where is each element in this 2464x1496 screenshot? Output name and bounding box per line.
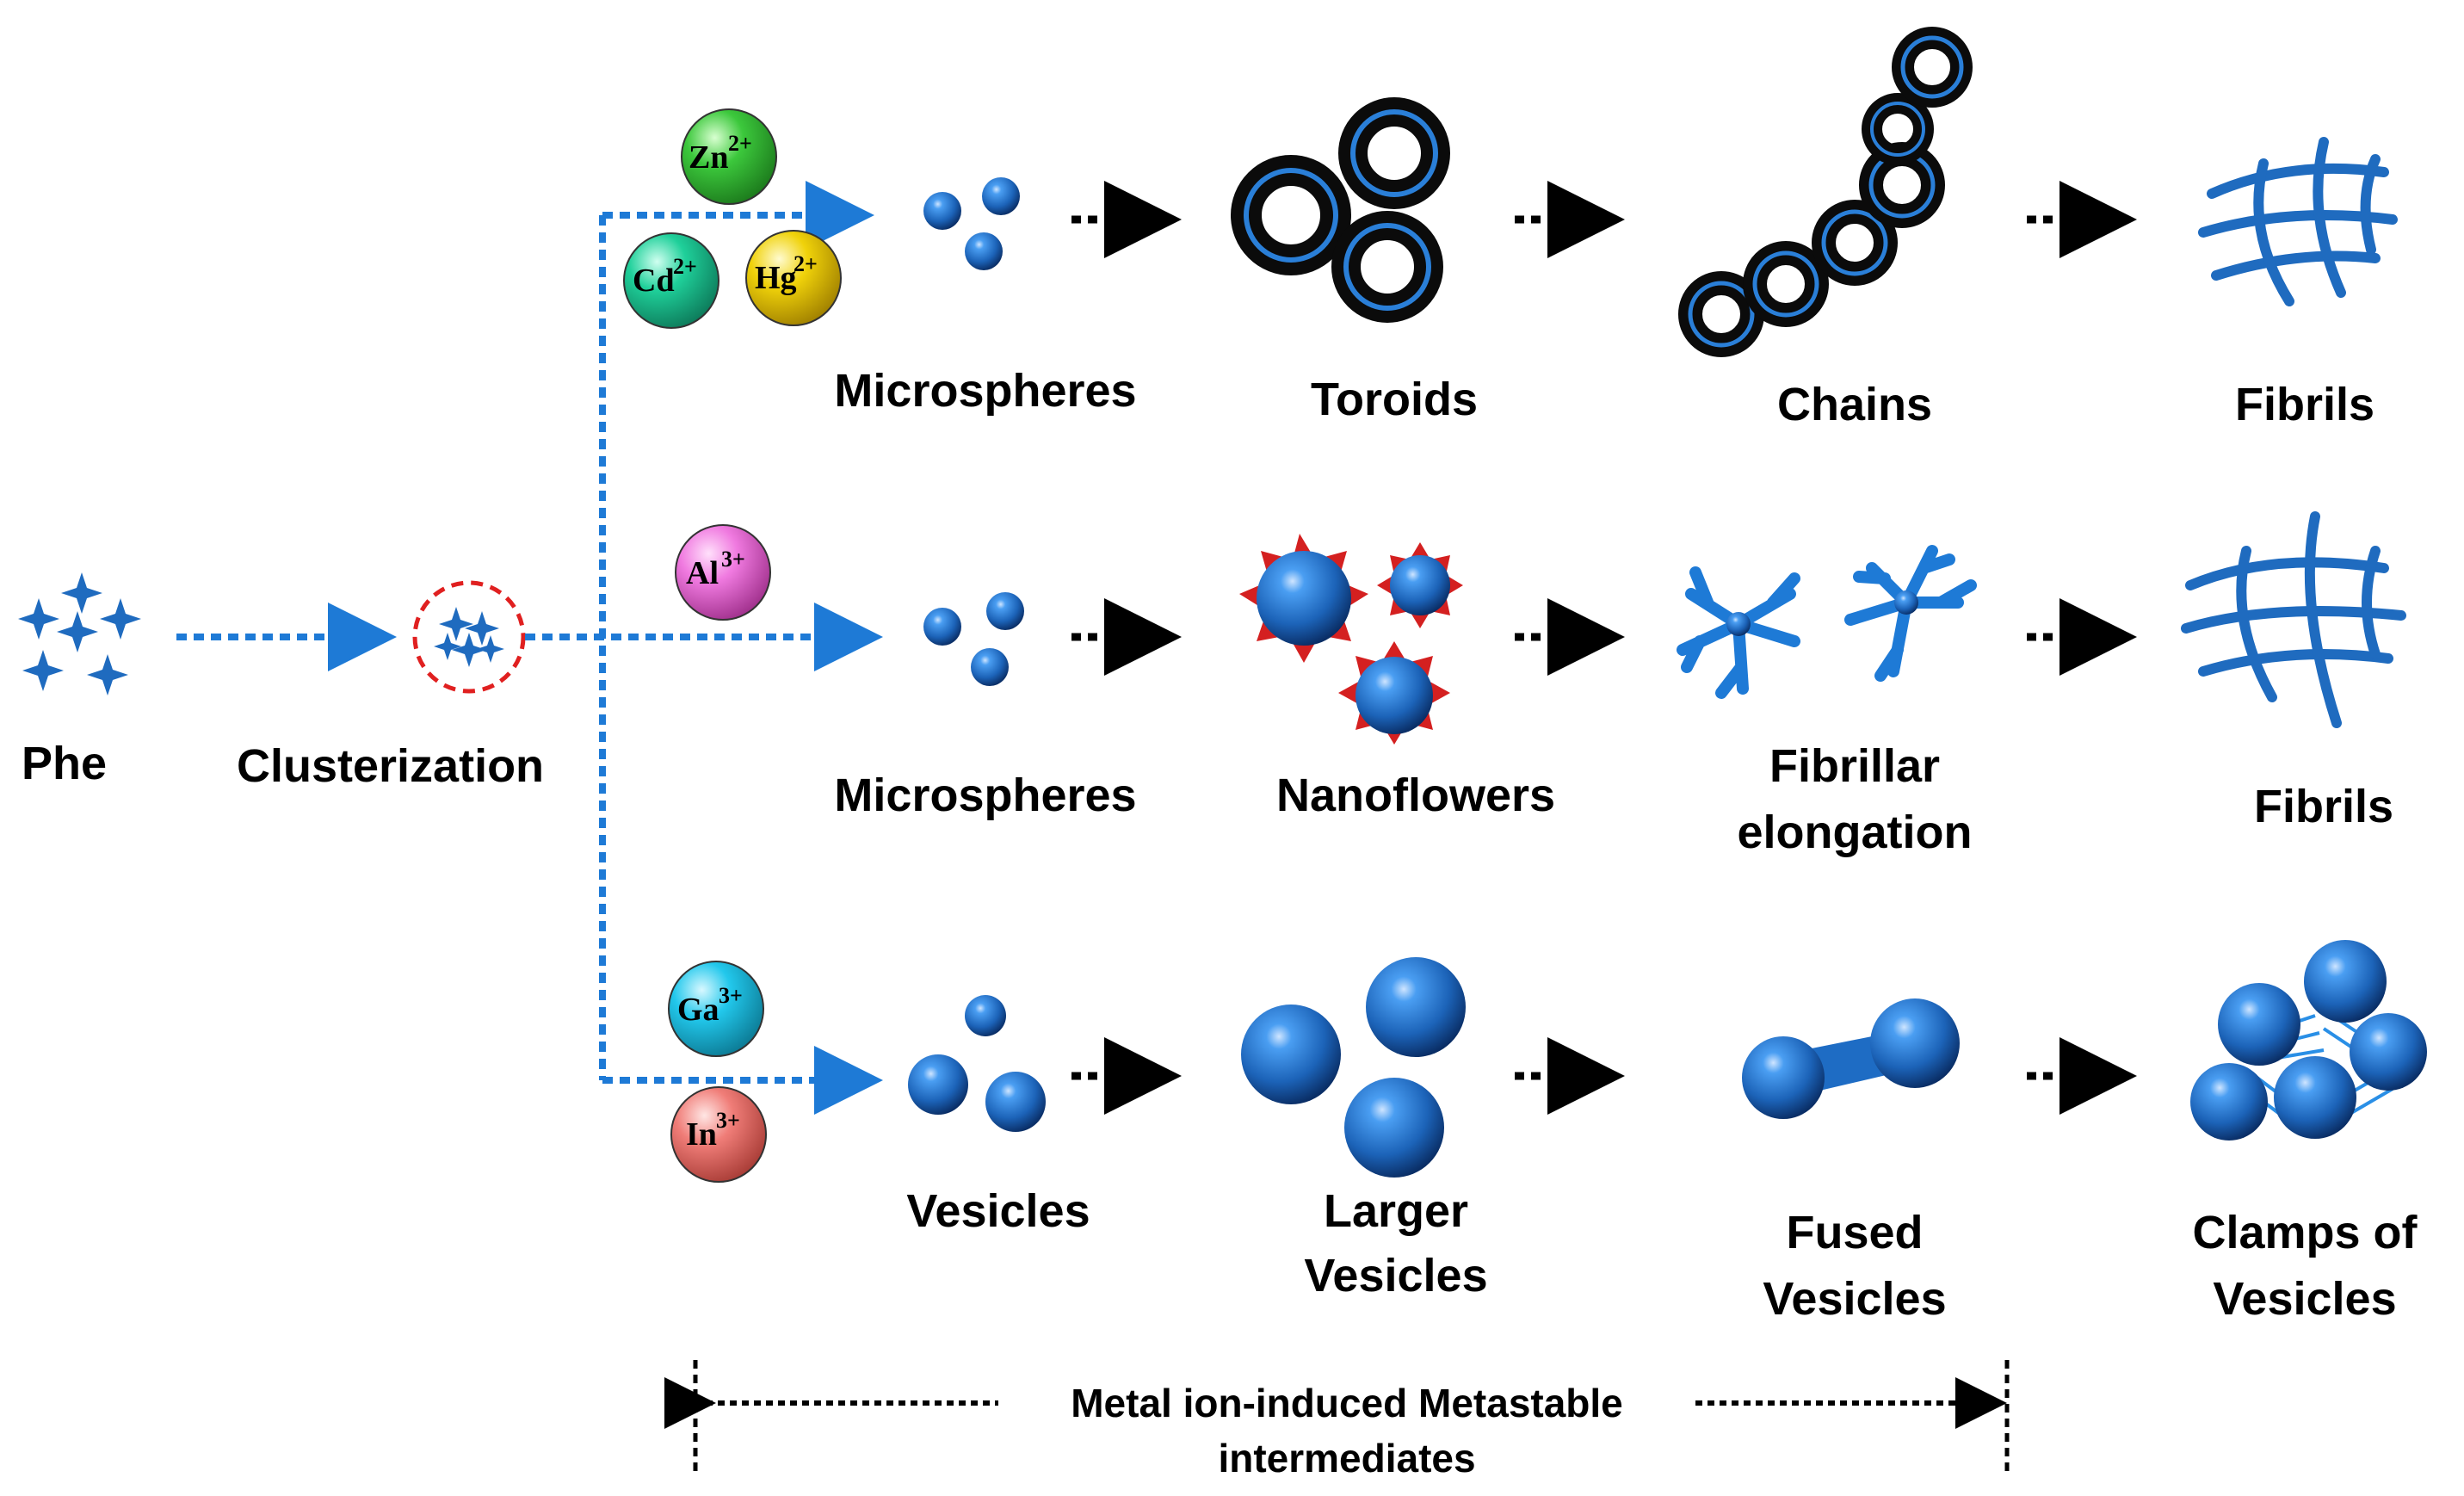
label-fused-line1: Fused: [1786, 1207, 1923, 1258]
svg-text:2+: 2+: [794, 251, 818, 276]
microspheres-icon-row2: [923, 592, 1024, 686]
ion-ga: Ga 3+: [668, 961, 764, 1057]
svg-text:Zn: Zn: [689, 139, 728, 176]
microspheres-icon-row1: [923, 177, 1020, 270]
label-row1-fibrils: Fibrils: [2235, 379, 2374, 430]
label-fused-line2: Vesicles: [1763, 1273, 1946, 1325]
svg-text:3+: 3+: [716, 1108, 740, 1133]
clusterization-label: Clusterization: [237, 740, 544, 792]
label-fibrillar-line1: Fibrillar: [1769, 740, 1940, 792]
label-chains: Chains: [1777, 379, 1932, 430]
larger-vesicles-icon: [1241, 957, 1466, 1178]
svg-text:3+: 3+: [719, 983, 743, 1008]
chains-icon: [1678, 27, 1973, 357]
label-row2-microspheres: Microspheres: [834, 770, 1136, 821]
phe-label: Phe: [22, 738, 107, 789]
footer-line2: intermediates: [1218, 1436, 1475, 1481]
nanoflowers-icon: [1239, 534, 1463, 745]
stage-arrows: [1071, 181, 2137, 1115]
svg-text:2+: 2+: [673, 254, 697, 279]
vesicles-icon: [908, 995, 1046, 1132]
label-fibrillar-line2: elongation: [1738, 807, 1973, 858]
metastable-bracket: [664, 1360, 2010, 1472]
svg-text:In: In: [686, 1116, 717, 1153]
clamps-of-vesicles-icon: [2190, 940, 2427, 1141]
stage-labels: Microspheres Toroids Chains Fibrils Micr…: [834, 365, 2418, 1325]
svg-text:Cd: Cd: [633, 263, 675, 299]
fibrils-icon-row2: [2181, 511, 2406, 728]
branch-arrows: [525, 181, 883, 1115]
svg-text:Al: Al: [686, 555, 719, 591]
label-toroids: Toroids: [1311, 374, 1478, 425]
label-vesicles: Vesicles: [906, 1185, 1090, 1237]
label-larger-line2: Vesicles: [1304, 1250, 1487, 1301]
svg-text:Ga: Ga: [677, 992, 719, 1028]
ion-zn: Zn 2+: [681, 108, 777, 205]
label-row1-microspheres: Microspheres: [834, 365, 1136, 417]
toroids-icon: [1231, 97, 1450, 323]
label-nanoflowers: Nanoflowers: [1276, 770, 1555, 821]
ion-hg: Hg 2+: [745, 230, 842, 326]
svg-text:2+: 2+: [728, 131, 752, 156]
label-clamps-line2: Vesicles: [2213, 1273, 2396, 1325]
label-larger-line1: Larger: [1324, 1185, 1468, 1237]
fibrillar-elongation-icon: [1677, 545, 1977, 699]
svg-text:Hg: Hg: [755, 260, 797, 296]
fibrils-icon-row1: [2198, 137, 2398, 306]
phe-monomers-icon: [18, 572, 141, 695]
ion-al: Al 3+: [675, 524, 771, 621]
fused-vesicles-icon: [1742, 998, 1960, 1119]
label-clamps-line1: Clamps of: [2192, 1207, 2418, 1258]
label-row2-fibrils: Fibrils: [2254, 781, 2393, 832]
ion-cd: Cd 2+: [623, 232, 719, 329]
footer-line1: Metal ion-induced Metastable: [1071, 1381, 1623, 1425]
svg-text:3+: 3+: [721, 547, 745, 572]
cluster-icon: [412, 580, 526, 694]
ion-in: In 3+: [670, 1086, 767, 1183]
